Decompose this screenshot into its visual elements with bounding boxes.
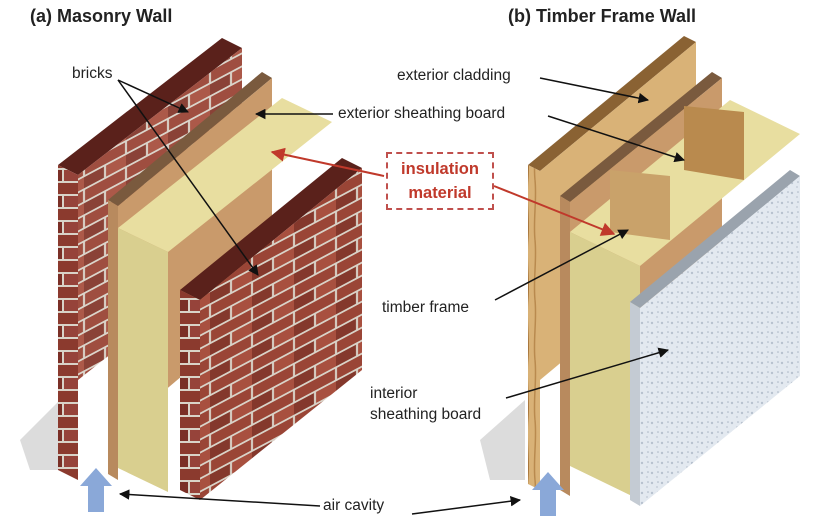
label-exterior-cladding: exterior cladding [397, 67, 511, 84]
label-timber-frame: timber frame [382, 299, 469, 316]
masonry-wall-title: (a) Masonry Wall [30, 6, 173, 26]
insulation-callout: insulation material [386, 152, 494, 210]
timber-wall-title: (b) Timber Frame Wall [508, 6, 697, 26]
air-flow-arrow-left [80, 468, 112, 512]
air-flow-arrow-right [532, 472, 564, 516]
label-insulation-line2: material [408, 184, 472, 202]
timber-frame-wall-graphic [528, 36, 800, 506]
label-exterior-sheathing-board: exterior sheathing board [338, 105, 506, 122]
masonry-wall-graphic [58, 38, 362, 500]
label-air-cavity: air cavity [323, 497, 385, 514]
label-bricks: bricks [72, 65, 113, 82]
label-interior-line2: sheathing board [370, 406, 482, 423]
label-interior-line1: interior [370, 385, 418, 402]
leader-lines [117, 77, 685, 515]
insulation-arrows [270, 147, 616, 236]
label-insulation-line1: insulation [401, 160, 479, 178]
